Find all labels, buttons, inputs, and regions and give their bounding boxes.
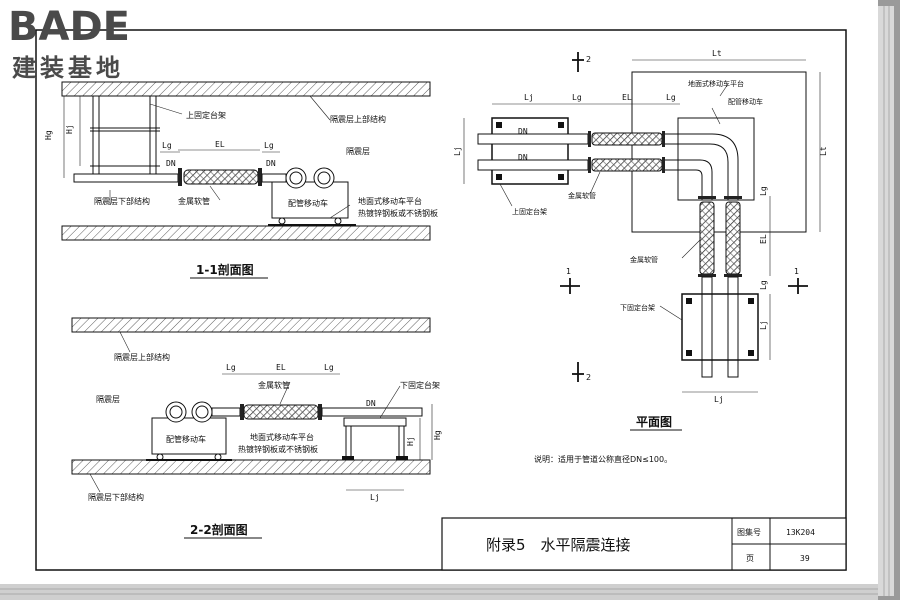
svg-text:隔震层上部结构: 隔震层上部结构 [114, 352, 170, 362]
svg-text:热镀锌钢板或不锈钢板: 热镀锌钢板或不锈钢板 [358, 208, 438, 218]
svg-text:Lg: Lg [226, 363, 236, 372]
svg-text:热镀锌钢板或不锈钢板: 热镀锌钢板或不锈钢板 [238, 444, 318, 454]
svg-text:Lj: Lj [714, 395, 724, 404]
svg-text:Hj: Hj [65, 124, 74, 134]
svg-text:1: 1 [794, 267, 799, 276]
sheet-title: 附录5 水平隔震连接 [486, 536, 631, 554]
plan-hose-3 [699, 201, 715, 275]
svg-text:上固定台架: 上固定台架 [186, 110, 226, 120]
section-1-1-title: 1-1剖面图 [196, 262, 254, 277]
svg-text:金属软管: 金属软管 [568, 191, 596, 200]
svg-text:上固定台架: 上固定台架 [512, 207, 547, 216]
svg-text:Hg: Hg [433, 430, 442, 440]
section-2-2-title: 2-2剖面图 [190, 522, 248, 537]
svg-text:图集号: 图集号 [737, 527, 761, 537]
svg-text:隔震层下部结构: 隔震层下部结构 [94, 196, 150, 206]
svg-text:下固定台架: 下固定台架 [620, 303, 655, 312]
plan-title: 平面图 [636, 415, 672, 429]
section-mark-1-right: 1 [788, 267, 808, 294]
svg-text:地面式移动车平台: 地面式移动车平台 [358, 196, 422, 206]
svg-text:金属软管: 金属软管 [258, 380, 290, 390]
bade-logo: BADE 建装基地 [8, 4, 130, 82]
plan-hose-1 [591, 132, 663, 146]
svg-text:地面式移动车平台: 地面式移动车平台 [250, 432, 314, 442]
lower-fixed-frame [343, 417, 407, 427]
section-mark-1-left: 1 [560, 267, 580, 294]
plan-pipe-cart [677, 117, 755, 201]
svg-text:隔震层上部结构: 隔震层上部结构 [330, 114, 386, 124]
plan-hose-2 [591, 158, 663, 172]
svg-text:DN: DN [518, 127, 528, 136]
design-note: 说明：适用于管道公称直径DN≤100。 [534, 454, 672, 464]
svg-text:配管移动车: 配管移动车 [288, 198, 328, 208]
svg-text:DN: DN [366, 399, 376, 408]
svg-text:Lj: Lj [759, 320, 768, 330]
svg-text:页: 页 [746, 554, 754, 563]
section-mark-2-bottom: 2 [572, 362, 591, 382]
svg-text:EL: EL [622, 93, 632, 102]
svg-text:DN: DN [518, 153, 528, 162]
svg-text:Hj: Hj [406, 436, 415, 446]
svg-text:EL: EL [215, 140, 225, 149]
svg-text:配管移动车: 配管移动车 [728, 97, 763, 106]
plan-hose-4 [725, 201, 741, 275]
svg-text:BADE: BADE [8, 4, 130, 50]
upper-structure-slab [61, 81, 431, 97]
svg-text:EL: EL [759, 234, 768, 244]
svg-text:下固定台架: 下固定台架 [400, 380, 440, 390]
svg-text:Lj: Lj [453, 146, 462, 156]
lower-structure-slab [61, 225, 431, 241]
svg-text:Hg: Hg [44, 130, 53, 140]
svg-text:DN: DN [166, 159, 176, 168]
svg-text:Lg: Lg [759, 280, 768, 290]
pipe-cart [271, 181, 349, 219]
svg-text:Lg: Lg [324, 363, 334, 372]
svg-text:2: 2 [586, 55, 591, 64]
page-edge-bottom [0, 584, 878, 600]
upper-structure-slab-2 [71, 317, 431, 333]
svg-text:Lt: Lt [712, 49, 722, 58]
metal-hose-2 [243, 404, 319, 420]
svg-text:Lg: Lg [759, 186, 768, 196]
svg-text:1: 1 [566, 267, 571, 276]
section-2-2-view: Lg EL Lg DN Lj Hj Hg 隔震层上部结构 隔震层 金属软管 下固… [71, 317, 442, 539]
svg-text:隔震层下部结构: 隔震层下部结构 [88, 492, 144, 502]
svg-text:Lg: Lg [162, 141, 172, 150]
svg-text:Lg: Lg [666, 93, 676, 102]
pipe-cart-2 [151, 417, 227, 455]
svg-text:隔震层: 隔震层 [346, 147, 370, 156]
svg-text:Lg: Lg [264, 141, 274, 150]
lower-structure-slab-2 [71, 459, 431, 475]
plan-view: Lt Lt [453, 49, 828, 431]
plan-lower-fixed-frame [681, 293, 759, 361]
svg-text:Lg: Lg [572, 93, 582, 102]
svg-text:金属软管: 金属软管 [178, 196, 210, 206]
section-1-1-view: Hg Hj Lg EL Lg DN DN 上固定台架 隔震层上部结构 隔震层 金… [44, 81, 438, 279]
svg-text:Lj: Lj [524, 93, 534, 102]
svg-text:EL: EL [276, 363, 286, 372]
metal-hose [183, 169, 259, 185]
svg-text:Lt: Lt [819, 146, 828, 156]
plan-upper-fixed-frame [491, 117, 569, 185]
svg-text:DN: DN [266, 159, 276, 168]
title-block: 附录5 水平隔震连接 图集号 13K204 页 39 [441, 517, 847, 571]
svg-text:金属软管: 金属软管 [630, 255, 658, 264]
svg-text:地面式移动车平台: 地面式移动车平台 [688, 79, 744, 88]
svg-text:39: 39 [800, 554, 810, 563]
svg-text:Lj: Lj [370, 493, 380, 502]
section-mark-2-top: 2 [572, 52, 591, 72]
svg-text:隔震层: 隔震层 [96, 395, 120, 404]
svg-text:13K204: 13K204 [786, 528, 815, 537]
drawing-frame [35, 29, 847, 571]
svg-text:2: 2 [586, 373, 591, 382]
svg-text:建装基地: 建装基地 [12, 54, 124, 82]
svg-text:配管移动车: 配管移动车 [166, 434, 206, 444]
